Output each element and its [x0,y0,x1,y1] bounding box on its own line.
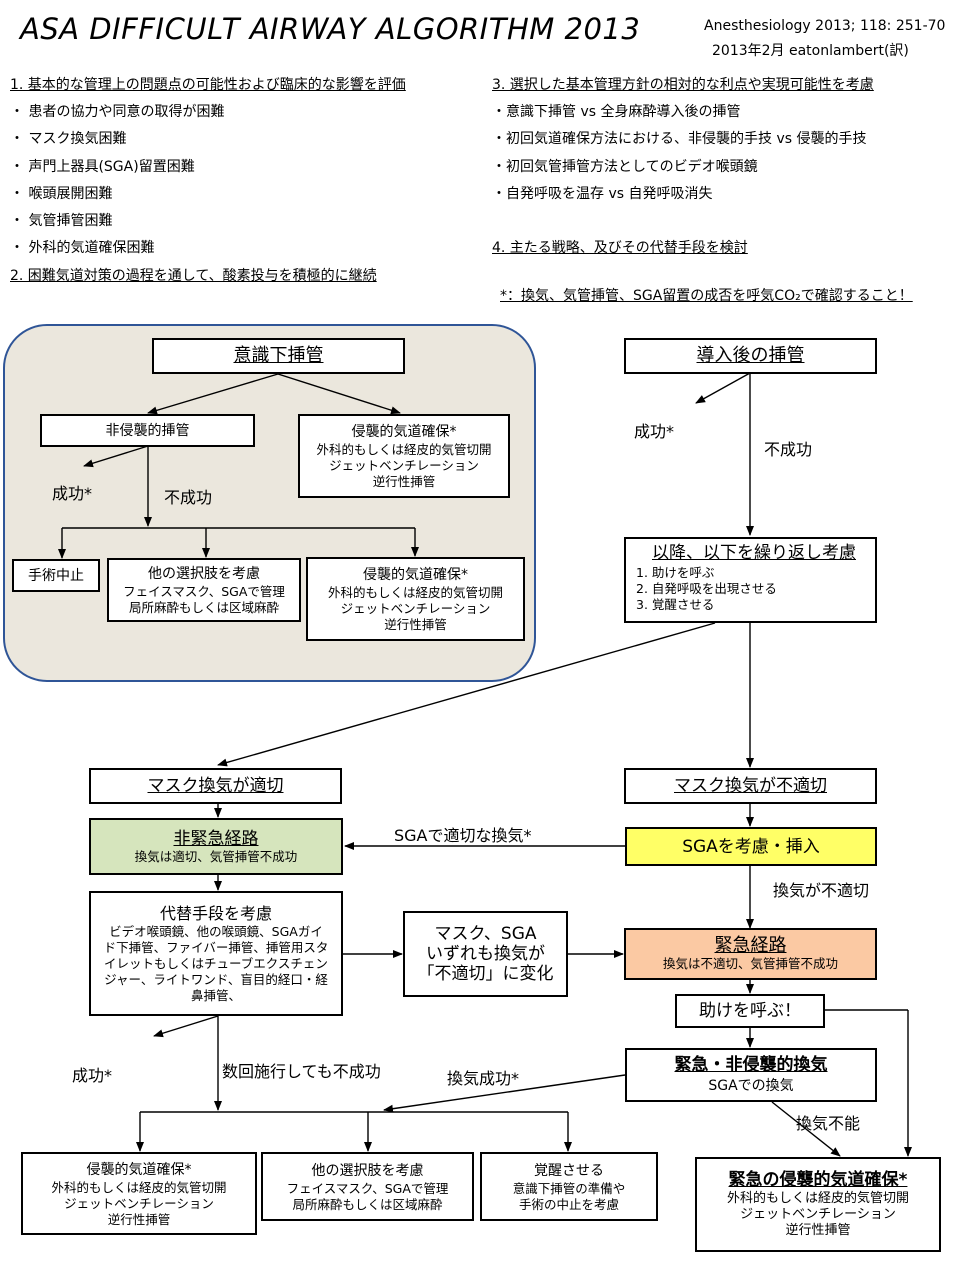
emergency-pathway-box: 緊急経路 換気は不適切、気管挿管不成功 [624,928,877,980]
mask-ventilation-adequate-box: マスク換気が適切 [89,768,342,804]
awaken-box: 覚醒させる 意識下挿管の準備や 手術の中止を考慮 [480,1152,658,1221]
intro-item-1: 1. 基本的な管理上の問題点の可能性および臨床的な影響を評価 [10,77,406,93]
other-options-box-2: 他の選択肢を考慮 フェイスマスク、SGAで管理 局所麻酔もしくは区域麻酔 [261,1152,474,1221]
nonemergency-pathway-box: 非緊急経路 換気は適切、気管挿管不成功 [89,818,343,875]
surgery-cancel-box: 手術中止 [12,559,100,592]
ventilation-fail-label: 換気不能 [796,1114,861,1133]
translator-note: 2013年2月 eatonlambert(訳) [712,43,909,59]
intro-item-4: 4. 主たる戦略、及びその代替手段を検討 [492,240,748,256]
co2-note: *：換気、気管挿管、SGA留置の成否を呼気CO₂で確認すること！ [500,288,913,304]
post-induction-intubation-box: 導入後の挿管 [624,338,877,374]
intro-bullet: ・ 声門上器具(SGA)留置困難 [10,159,195,175]
intro-bullet: ・ 喉頭展開困難 [10,186,113,202]
alt-success-label: 成功* [72,1066,113,1085]
intro-bullet: ・ 外科的気道確保困難 [10,240,155,256]
awake-intubation-box: 意識下挿管 [152,338,405,374]
emergency-invasive-airway-box: 緊急の侵襲的気道確保* 外科的もしくは経皮的気管切開 ジェットベンチレーション … [695,1157,941,1252]
sga-adequate-label: SGAで適切な換気* [394,826,532,845]
induction-success-label: 成功* [634,422,675,441]
emergency-noninvasive-box: 緊急・非侵襲的換気 SGAでの換気 [625,1048,877,1102]
call-for-help-box: 助けを呼ぶ！ [675,994,825,1028]
repeated-fail-label: 数回施行しても不成功 [222,1062,381,1081]
invasive-airway-box-2: 侵襲的気道確保* 外科的もしくは経皮的気管切開 ジェットベンチレーション 逆行性… [306,557,525,641]
intro-item-2: 2. 困難気道対策の過程を通して、酸素投与を積極的に継続 [10,268,377,284]
intro-bullet: ・初回気管挿管方法としてのビデオ喉頭鏡 [492,159,758,175]
citation: Anesthesiology 2013; 118: 251-70 [704,18,946,34]
sga-insert-box: SGAを考慮・挿入 [625,827,877,866]
other-options-box: 他の選択肢を考慮 フェイスマスク、SGAで管理 局所麻酔もしくは区域麻酔 [107,558,301,622]
ventilation-success-label: 換気成功* [447,1069,520,1088]
mask-ventilation-inadequate-box: マスク換気が不適切 [624,768,877,804]
ventilation-failure-change-box: マスク、SGA いずれも換気が 「不適切」に変化 [403,911,568,997]
awake-fail-label: 不成功 [164,488,213,507]
intro-bullet: ・初回気道確保方法における、非侵襲的手技 vs 侵襲的手技 [492,131,867,147]
intro-bullet: ・意識下挿管 vs 全身麻酔導入後の挿管 [492,104,741,120]
invasive-airway-box: 侵襲的気道確保* 外科的もしくは経皮的気管切開 ジェットベンチレーション 逆行性… [298,414,510,498]
intro-item-3: 3. 選択した基本管理方針の相対的な利点や実現可能性を考慮 [492,77,874,93]
induction-fail-label: 不成功 [764,440,813,459]
intro-bullet: ・ 気管挿管困難 [10,213,113,229]
intro-bullet: ・自発呼吸を温存 vs 自発呼吸消失 [492,186,713,202]
invasive-airway-box-3: 侵襲的気道確保* 外科的もしくは経皮的気管切開 ジェットベンチレーション 逆行性… [21,1152,257,1235]
intro-bullet: ・ マスク換気困難 [10,131,127,147]
intro-bullet: ・ 患者の協力や同意の取得が困難 [10,104,225,120]
noninvasive-intubation-box: 非侵襲的挿管 [40,414,255,447]
ventilation-inadequate-label: 換気が不適切 [773,881,870,900]
repeat-consider-box: 以降、以下を繰り返し考慮 1. 助けを呼ぶ 2. 自発呼吸を出現させる 3. 覚… [624,537,877,623]
alternative-approaches-box: 代替手段を考慮 ビデオ喉頭鏡、他の喉頭鏡、SGAガイ ド下挿管、ファイバー挿管、… [89,891,343,1016]
page-title: ASA DIFFICULT AIRWAY ALGORITHM 2013 [20,12,641,46]
awake-success-label: 成功* [52,484,93,503]
